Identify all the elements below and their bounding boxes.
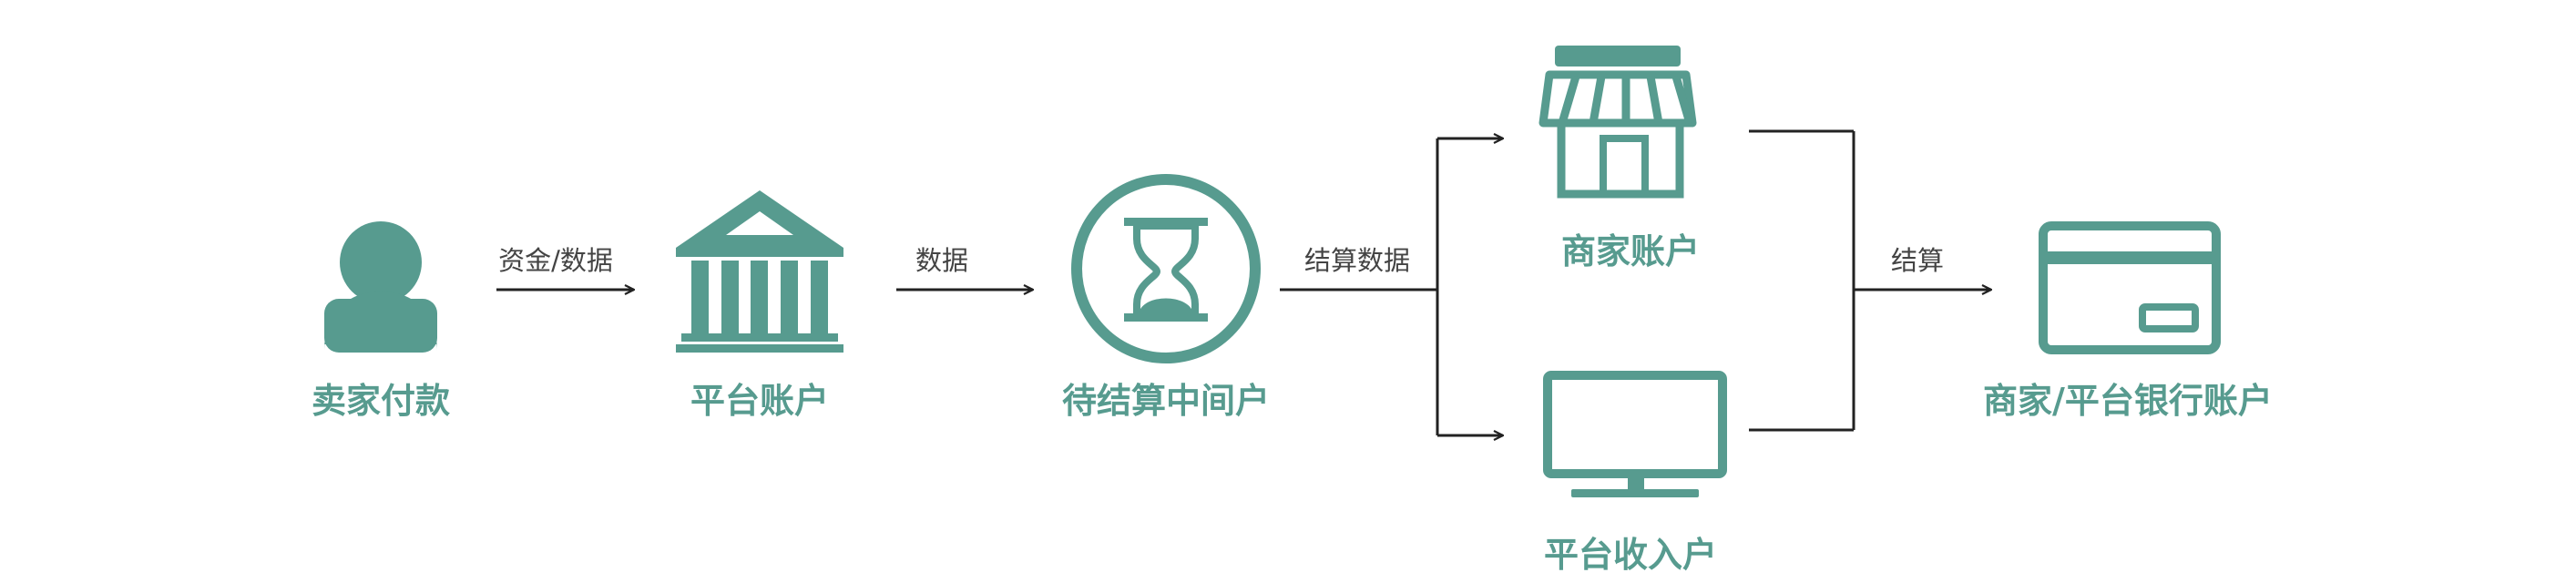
node-label-platform: 平台账户 <box>690 381 830 421</box>
connectors <box>496 129 1991 435</box>
edge-label-platform-to-escrow: 数据 <box>915 245 969 276</box>
node-label-income: 平台收入户 <box>1543 535 1718 575</box>
edge-label-escrow-split: 结算数据 <box>1303 245 1411 276</box>
node-label-seller: 卖家付款 <box>311 381 451 421</box>
store-icon <box>1538 46 1697 199</box>
hourglass-icon <box>1071 174 1261 363</box>
edge-label-to-bank: 结算 <box>1890 245 1945 276</box>
edge-label-seller-to-platform: 资金/数据 <box>498 245 613 276</box>
person-icon <box>324 221 437 353</box>
bank-icon <box>676 190 843 353</box>
node-label-escrow: 待结算中间户 <box>1061 381 1271 421</box>
monitor-icon <box>1543 371 1727 497</box>
bank-card-icon <box>2039 221 2221 354</box>
node-label-merchant: 商家账户 <box>1560 231 1701 271</box>
node-label-bank: 商家/平台银行账户 <box>1983 381 2273 421</box>
